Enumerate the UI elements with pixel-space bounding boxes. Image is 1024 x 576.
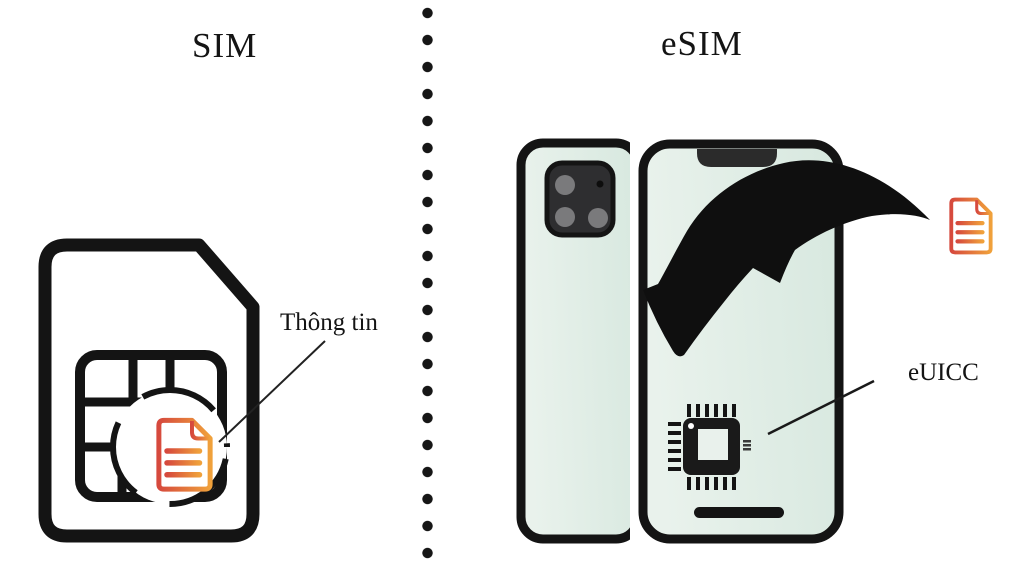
sim-info-label: Thông tin: [280, 309, 378, 336]
home-indicator: [694, 507, 784, 518]
camera-module-icon: [544, 160, 616, 238]
flash-dot-icon: [596, 180, 604, 188]
sim-card-icon: [38, 238, 260, 543]
euicc-chip-icon: [668, 404, 751, 490]
download-arrow-icon: [643, 160, 930, 357]
esim-title: eSIM: [661, 24, 743, 63]
sim-title: SIM: [192, 26, 258, 65]
divider-dotted-line: [422, 7, 433, 569]
leader-line-euicc: [767, 379, 875, 436]
euicc-label: eUICC: [908, 359, 979, 386]
notch-icon: [697, 149, 777, 167]
leader-line-thong-tin: [218, 340, 326, 443]
